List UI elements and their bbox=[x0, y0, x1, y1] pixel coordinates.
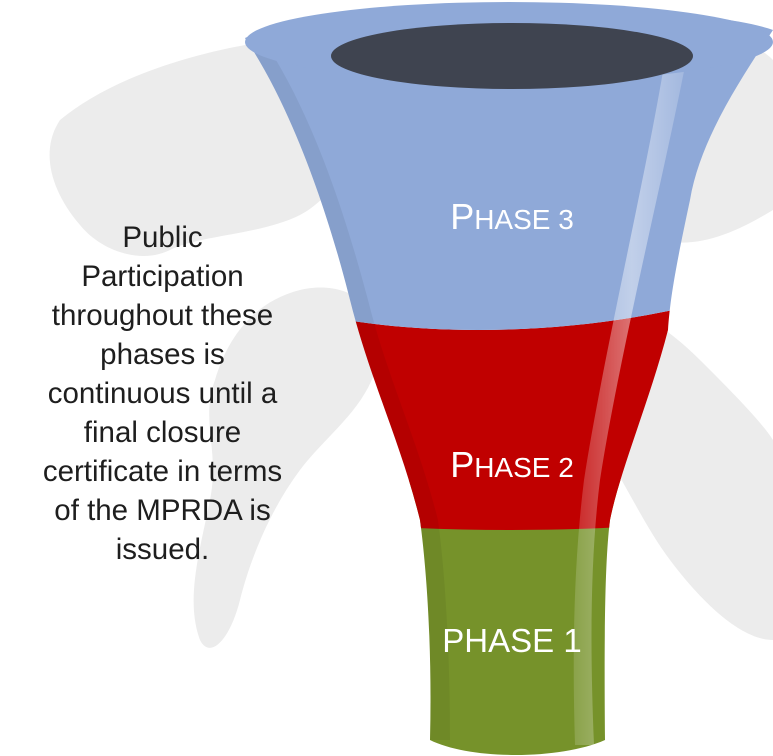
funnel-opening bbox=[331, 23, 693, 89]
note-line: phases is bbox=[100, 338, 225, 371]
phase-2-label: PHASE 2 bbox=[450, 444, 574, 485]
note-line: certificate in terms bbox=[42, 455, 283, 488]
public-participation-note: Public Participation throughout these ph… bbox=[10, 218, 315, 569]
phase-1-label: PHASE 1 bbox=[442, 622, 581, 659]
note-line: of the MPRDA is bbox=[54, 494, 271, 527]
note-line: continuous until a bbox=[47, 377, 278, 410]
funnel-highlight bbox=[573, 40, 690, 745]
note-line: final closure bbox=[83, 416, 242, 449]
note-line: throughout these bbox=[51, 299, 274, 332]
note-line: Public bbox=[122, 221, 203, 254]
note-line: Participation bbox=[81, 260, 244, 293]
phase-3-label: PHASE 3 bbox=[450, 196, 574, 237]
note-line: issued. bbox=[115, 533, 210, 566]
